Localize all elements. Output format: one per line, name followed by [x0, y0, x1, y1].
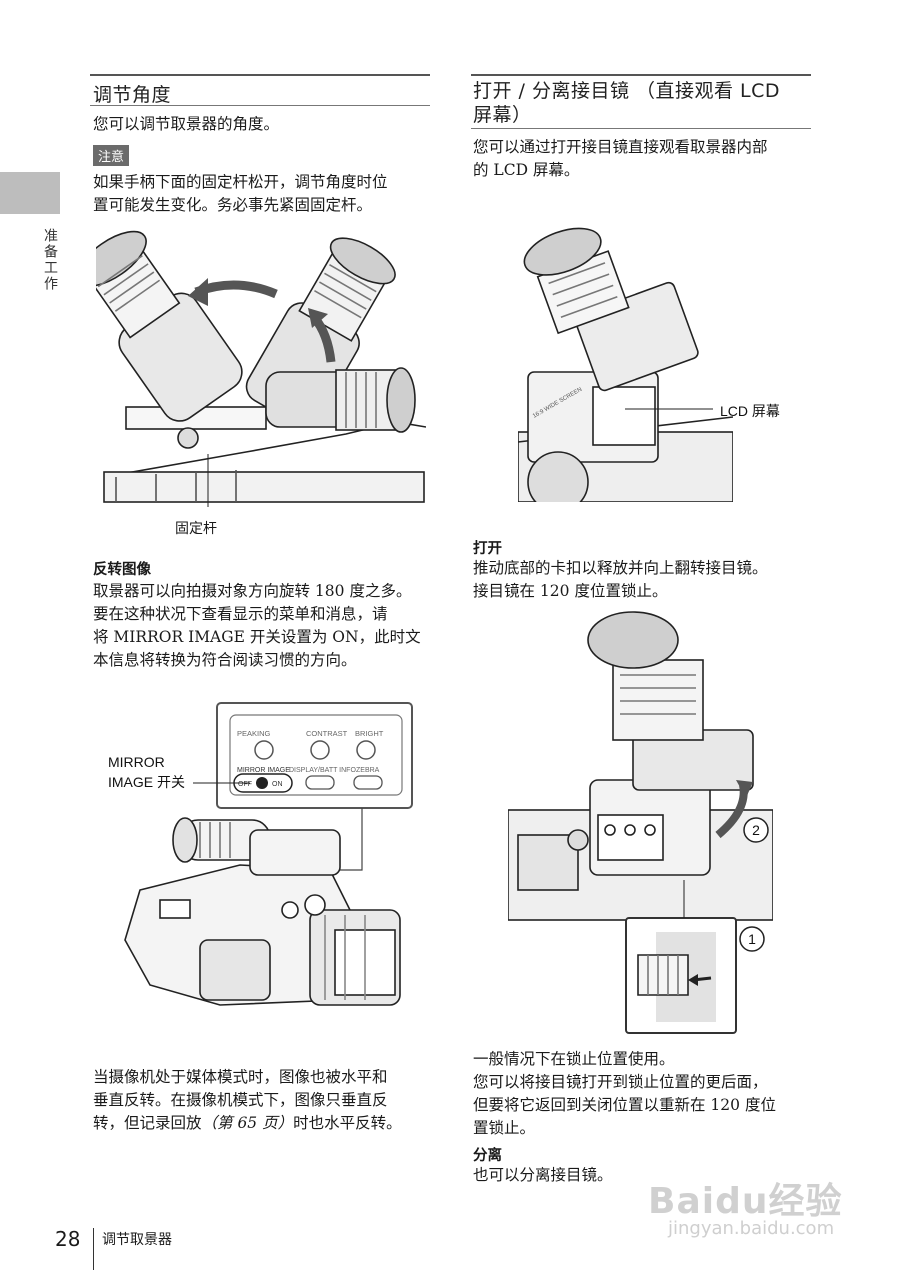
- reverse-line: 取景器可以向拍摄对象方向旋转 180 度之多。: [93, 582, 412, 600]
- lock-line: 一般情况下在锁止位置使用。: [473, 1050, 675, 1068]
- panel-peaking-label: PEAKING: [237, 729, 271, 738]
- note-line: 如果手柄下面的固定杆松开，调节角度时位: [93, 173, 388, 191]
- page-number: 28: [55, 1227, 81, 1251]
- note-line: 置可能发生变化。务必事先紧固固定杆。: [93, 196, 373, 214]
- detach-title: 分离: [473, 1148, 502, 1164]
- right-intro: 您可以通过打开接目镜直接观看取景器内部 的 LCD 屏幕。: [473, 136, 813, 182]
- left-intro: 您可以调节取景器的角度。: [93, 115, 280, 133]
- watermark-url: jingyan.baidu.com: [668, 1218, 835, 1239]
- lock-line: 您可以将接目镜打开到锁止位置的更后面，: [473, 1073, 768, 1091]
- right-title-line: 打开 / 分离接目镜 （直接观看 LCD: [473, 80, 781, 102]
- note-badge: 注意: [93, 145, 130, 166]
- figure-angle-adjust: [96, 230, 426, 507]
- media-line: 垂直反转。在摄像机模式下，图像只垂直反: [93, 1091, 388, 1109]
- right-title-top-rule: [471, 74, 811, 76]
- lock-line: 但要将它返回到关闭位置以重新在 120 度位: [473, 1096, 776, 1114]
- figure-open-eyepiece: 2 1: [508, 611, 773, 1034]
- media-mode-text: 当摄像机处于媒体模式时，图像也被水平和 垂直反转。在摄像机模式下，图像只垂直反 …: [93, 1066, 438, 1135]
- right-intro-line: 您可以通过打开接目镜直接观看取景器内部: [473, 138, 768, 156]
- lock-line: 置锁止。: [473, 1119, 536, 1137]
- lcd-screen-callout: LCD 屏幕: [720, 403, 780, 419]
- panel-contrast-label: CONTRAST: [306, 729, 348, 738]
- footer-section: 调节取景器: [102, 1232, 172, 1248]
- left-title-bottom-rule: [90, 105, 430, 106]
- open-line: 接目镜在 120 度位置锁止。: [473, 582, 668, 600]
- fixing-lever-label: 固定杆: [175, 521, 217, 537]
- mirror-image-callout: MIRROR IMAGE 开关: [108, 752, 185, 792]
- left-section-title: 调节角度: [93, 84, 172, 106]
- step-1-label: 1: [748, 931, 756, 947]
- side-tab-label: 准备工作: [42, 228, 58, 292]
- switch-on-label: ON: [272, 781, 283, 788]
- footer-divider: [93, 1228, 94, 1270]
- reverse-image-title: 反转图像: [93, 562, 151, 578]
- open-text: 推动底部的卡扣以释放并向上翻转接目镜。 接目镜在 120 度位置锁止。: [473, 557, 813, 603]
- open-title: 打开: [473, 541, 502, 557]
- page-reference-link[interactable]: （第 65 页）: [201, 1114, 294, 1132]
- left-title-top-rule: [90, 74, 430, 76]
- open-line: 推动底部的卡扣以释放并向上翻转接目镜。: [473, 559, 768, 577]
- switch-off-label: OFF: [238, 781, 252, 788]
- media-line: 当摄像机处于媒体模式时，图像也被水平和: [93, 1068, 388, 1086]
- right-title-line: 屏幕）: [473, 104, 532, 126]
- side-tab-marker: [0, 172, 60, 214]
- watermark-brand: Baidu经验: [648, 1181, 843, 1222]
- reverse-line: 要在这种状况下查看显示的菜单和消息，请: [93, 605, 388, 623]
- figure-lcd-screen: 16:9 WIDE SCREEN: [518, 227, 733, 502]
- callout-line: MIRROR: [108, 754, 165, 770]
- detach-text: 也可以分离接目镜。: [473, 1166, 613, 1184]
- reverse-line: 将 MIRROR IMAGE 开关设置为 ON，此时文: [93, 628, 421, 646]
- panel-display-label: DISPLAY/BATT INFO: [289, 767, 356, 774]
- media-line-start: 转，但记录回放: [93, 1114, 202, 1132]
- right-section-title: 打开 / 分离接目镜 （直接观看 LCD 屏幕）: [473, 79, 813, 127]
- figure-mirror-image: PEAKING CONTRAST BRIGHT MIRROR IMAGE DIS…: [124, 702, 413, 1006]
- callout-line: IMAGE 开关: [108, 774, 186, 790]
- step-2-label: 2: [752, 822, 760, 838]
- reverse-image-text: 取景器可以向拍摄对象方向旋转 180 度之多。 要在这种状况下查看显示的菜单和消…: [93, 580, 438, 672]
- media-line-end: 时也水平反转。: [293, 1114, 402, 1132]
- right-intro-line: 的 LCD 屏幕。: [473, 161, 580, 179]
- panel-bright-label: BRIGHT: [355, 729, 384, 738]
- right-title-bottom-rule: [471, 128, 811, 129]
- lock-position-text: 一般情况下在锁止位置使用。 您可以将接目镜打开到锁止位置的更后面， 但要将它返回…: [473, 1048, 818, 1140]
- panel-mirror-label: MIRROR IMAGE: [237, 767, 290, 774]
- media-line: 转，但记录回放（第 65 页）时也水平反转。: [93, 1112, 438, 1135]
- panel-zebra-label: ZEBRA: [356, 767, 380, 774]
- reverse-line: 本信息将转换为符合阅读习惯的方向。: [93, 651, 357, 669]
- note-text: 如果手柄下面的固定杆松开，调节角度时位 置可能发生变化。务必事先紧固固定杆。: [93, 171, 433, 217]
